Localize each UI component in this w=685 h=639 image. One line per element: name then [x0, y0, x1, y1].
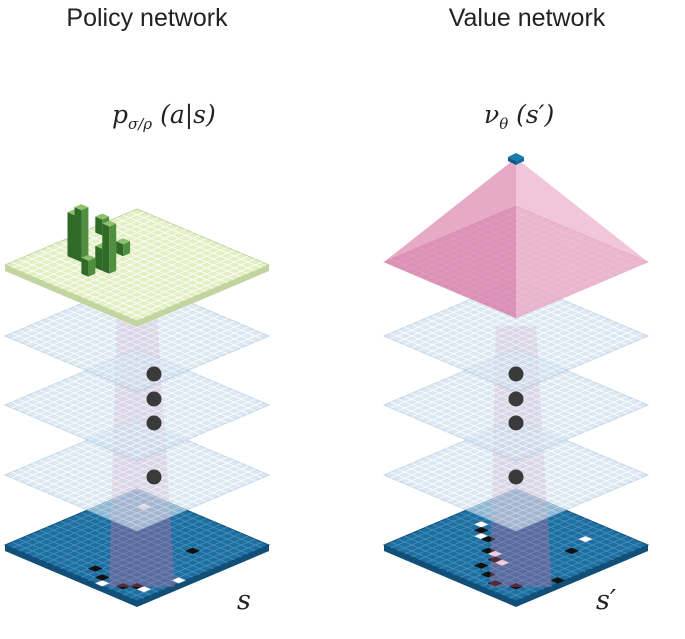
policy-probability-bar-7-top-face [102, 220, 117, 227]
policy-hidden-layer-2-grid [11, 351, 263, 459]
policy-output-layer-edge-left [5, 265, 137, 327]
policy-input-state-label: s [237, 585, 251, 616]
policy-input-board-grid [11, 491, 263, 599]
value-hidden-layer-3 [382, 279, 650, 393]
policy-formula-main: p [112, 100, 129, 129]
policy-hidden-layer-3-surface [3, 279, 271, 393]
policy-probability-bar-6-left-face [95, 216, 103, 236]
policy-hidden-layer-3-grid [11, 282, 263, 390]
policy-probability-bar-0-left-face [67, 212, 75, 260]
policy-formula-args: (a|s) [152, 100, 216, 129]
value-network-title: Value network [448, 4, 606, 32]
policy-hidden-layer-3 [3, 279, 271, 393]
value-scalar-output-right [516, 157, 524, 165]
value-hidden-layer-3-grid [390, 282, 642, 390]
policy-layer-dot-3 [146, 469, 162, 485]
policy-layer-dot-1 [146, 391, 162, 407]
value-input-board-edge-left [384, 545, 516, 607]
policy-formula-subscript: σ/ρ [128, 115, 153, 133]
policy-probability-bar-7-left-face [102, 223, 110, 239]
value-formula-subscript: θ [499, 115, 509, 133]
value-board-stone-3 [480, 535, 496, 543]
value-board-stone-11 [508, 583, 524, 590]
value-board-stone-13 [563, 547, 580, 555]
value-formula: νθ (s′) [484, 100, 554, 133]
value-board-stone-12 [577, 535, 594, 543]
policy-layer-dot-2 [146, 415, 162, 431]
policy-probability-bar-2-left-face [95, 245, 103, 271]
policy-board-stone-2 [87, 565, 103, 572]
value-pyramid-back-right [516, 158, 648, 262]
value-scalar-output-left [508, 157, 516, 165]
value-board-stone-14 [550, 577, 566, 584]
policy-input-board-edge-left [5, 545, 137, 607]
policy-probability-bar-4 [81, 254, 96, 277]
value-layer-dot-3 [508, 469, 524, 485]
value-input-state-label: s′ [596, 585, 616, 616]
policy-formula: pσ/ρ (a|s) [112, 100, 216, 133]
policy-probability-bar-4-right-face [88, 257, 96, 277]
policy-probability-bar-3-left-face [102, 234, 110, 274]
policy-probability-bar-1-left-face [74, 207, 82, 263]
value-formula-main: ν [484, 100, 500, 129]
value-board-stone-7 [494, 559, 510, 566]
policy-hidden-layer-1 [3, 418, 271, 532]
policy-board-stone-3 [115, 583, 131, 590]
value-formula-args: (s′) [508, 100, 555, 129]
value-input-board [382, 488, 650, 607]
policy-probability-bar-5-right-face [123, 241, 131, 257]
policy-board-stone-1 [184, 547, 201, 555]
value-input-board-surface [382, 488, 650, 602]
value-pyramid-back-left [384, 158, 516, 262]
policy-output-layer-surface [3, 208, 271, 322]
value-pyramid-front-left [384, 158, 516, 318]
policy-hidden-layer-1-surface [3, 418, 271, 532]
policy-probability-bar-5-left-face [116, 241, 124, 257]
policy-board-stone-5 [171, 577, 187, 584]
value-board-stone-8 [473, 562, 489, 569]
policy-output-layer-edge-right [137, 265, 269, 327]
policy-board-stone-7 [136, 586, 152, 593]
policy-board-stone-8 [94, 574, 110, 581]
policy-probability-bar-1-right-face [81, 207, 89, 263]
policy-probability-bar-5-top-face [116, 238, 131, 245]
value-pyramid-front-right [516, 158, 648, 318]
policy-probability-bar-3-right-face [109, 234, 117, 274]
policy-probability-bar-7-right-face [109, 223, 117, 239]
value-layer-dot-1 [508, 391, 524, 407]
policy-hidden-layer-2 [3, 348, 271, 462]
policy-probability-bar-1 [74, 204, 89, 263]
policy-input-board-surface [3, 488, 271, 602]
value-input-board-edge-right [516, 545, 648, 607]
policy-board-stone-4 [94, 580, 110, 587]
policy-probability-bar-1-top-face [74, 204, 89, 211]
policy-output-layer [3, 208, 271, 327]
value-board-stone-9 [480, 571, 496, 578]
policy-layer-dot-0 [146, 366, 162, 382]
policy-probability-bar-3 [102, 231, 117, 274]
value-layer-dot-0 [508, 366, 524, 382]
policy-input-board [3, 488, 271, 607]
value-board-stone-10 [487, 580, 503, 587]
policy-input-board-edge-right [137, 545, 269, 607]
policy-probability-bar-4-top-face [81, 254, 96, 261]
policy-probability-bar-4-left-face [81, 257, 89, 277]
policy-probability-bar-5 [116, 238, 131, 257]
policy-probability-bar-6-top-face [95, 213, 110, 220]
policy-network-title: Policy network [66, 4, 228, 32]
policy-probability-bar-7 [102, 220, 117, 239]
policy-hidden-layer-2-surface [3, 348, 271, 462]
value-layer-dot-2 [508, 415, 524, 431]
